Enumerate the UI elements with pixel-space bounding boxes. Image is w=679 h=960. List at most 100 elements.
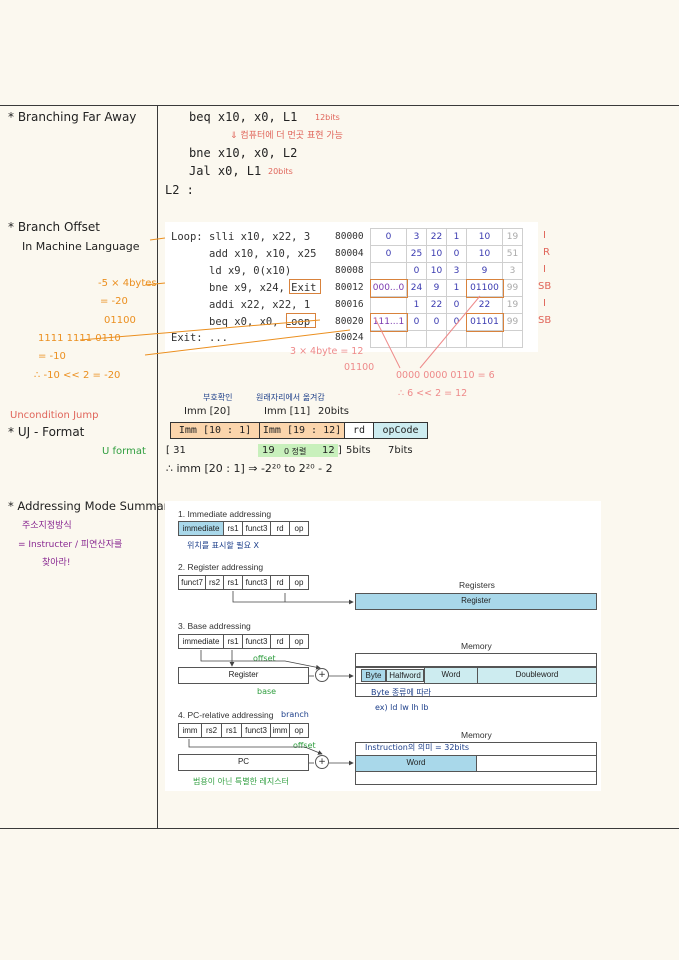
far-arrow-note: ⇓ 컴퓨터에 더 먼곳 표현 가능 xyxy=(230,131,343,141)
code-addr: 80008 xyxy=(335,265,364,276)
uj-row2-align: 0 정렬 xyxy=(284,447,307,456)
mode4-memory-bottom xyxy=(355,771,597,785)
mode2-register: Register xyxy=(355,593,597,610)
uj-row2-7bits: 7bits xyxy=(388,445,413,456)
mode4-note1: Instruction의 의미 = 32bits xyxy=(365,743,470,752)
mode1-field-rd: rd xyxy=(270,521,290,536)
code-addr: 80020 xyxy=(335,316,364,327)
code-instr: slli x10, x22, 3 xyxy=(209,231,311,243)
code-label-exit: Exit: xyxy=(171,332,203,344)
mode3-note2: ex) ld lw lh lb xyxy=(375,703,429,712)
offset-subheading: In Machine Language xyxy=(22,240,140,253)
mode2-field-rd: rd xyxy=(270,575,290,590)
offset-note-4: 1111 1111 0110 xyxy=(38,333,121,344)
code-line-bne: bne x10, x0, L2 xyxy=(189,146,298,160)
mode4-note2: 범용이 아닌 특별한 레지스터 xyxy=(193,777,289,786)
offset-heading: * Branch Offset xyxy=(8,220,101,234)
uj-field-imm19-12: Imm [19 : 12] xyxy=(259,422,345,439)
code-addr: 80000 xyxy=(335,231,364,242)
code-addr: 80016 xyxy=(335,299,364,310)
code-instr: add x10, x10, x25 xyxy=(209,248,317,260)
uj-field-imm10-1: Imm [10 : 1] xyxy=(170,422,260,439)
addressing-sub3: 찾아라! xyxy=(42,558,71,568)
addressing-heading: * Addressing Mode Summary xyxy=(8,499,176,513)
mode3-byte: Byte xyxy=(361,669,386,682)
mode3-memory-bottom xyxy=(355,683,597,697)
addressing-arrows xyxy=(188,591,354,766)
uj-row2-31: [ 31 xyxy=(166,445,186,456)
type-label: R xyxy=(543,247,550,258)
uj-row2-5bits: 5bits xyxy=(346,445,371,456)
offset-note-1: -5 × 4bytes xyxy=(98,278,157,289)
mode4-offset-note: offset xyxy=(293,741,316,750)
annotation-lines xyxy=(79,237,481,369)
uj-heading: * UJ - Format xyxy=(8,425,85,439)
field-cell: 51 xyxy=(502,245,523,263)
mode4-adder: + xyxy=(315,755,329,769)
top-rule xyxy=(0,105,679,106)
code-addr: 80024 xyxy=(335,332,364,343)
mode2-target-title: Registers xyxy=(459,580,495,590)
imm11-label: Imm [11] xyxy=(264,406,311,417)
mode4-memory-title: Memory xyxy=(461,730,492,740)
20bits-label: 20bits xyxy=(318,406,349,417)
moved-note: 원래자리에서 옮겨감 xyxy=(256,393,325,402)
mode1-note: 위치를 표시할 필요 X xyxy=(187,541,259,550)
mode3-base-note: base xyxy=(257,687,277,696)
mode2-title: 2. Register addressing xyxy=(178,562,264,572)
uj-range-note: ∴ imm [20 : 1] ⇒ -2²⁰ to 2²⁰ - 2 xyxy=(166,462,333,475)
addressing-sub2: = Instructer / 피연산자를 xyxy=(18,540,123,550)
imm20-label: Imm [20] xyxy=(184,406,231,417)
mode3-register: Register xyxy=(178,667,309,684)
field-cell: 99 xyxy=(502,279,523,297)
under-note-2: 01100 xyxy=(344,362,375,373)
code-label-loop: Loop: xyxy=(171,231,203,243)
mode2-field-funct7: funct7 xyxy=(178,575,206,590)
jal-bits-note: 20bits xyxy=(268,167,293,176)
uj-field-opcode: opCode xyxy=(373,422,428,439)
u-format-label: U format xyxy=(102,446,146,457)
sign-check-note: 부호확인 xyxy=(203,393,233,402)
mode2-field-op: op xyxy=(289,575,309,590)
addressing-sub1: 주소지정방식 xyxy=(22,521,72,531)
bottom-rule xyxy=(0,828,679,829)
uncondition-jump-label: Uncondition Jump xyxy=(10,410,99,421)
mode3-adder: + xyxy=(315,668,329,682)
mode3-halfword: Halfword xyxy=(386,669,424,682)
code-instr: ... xyxy=(209,332,228,344)
code-instr: ld x9, 0(x10) xyxy=(209,265,292,277)
mode3-memory-title: Memory xyxy=(461,641,492,651)
mode3-memory-top xyxy=(355,653,597,667)
code-instr: beq x0, x0, Loop xyxy=(209,316,311,328)
type-label: SB xyxy=(538,315,552,326)
uj-green-band xyxy=(258,444,338,457)
type-label: I xyxy=(543,298,546,309)
branching-heading: * Branching Far Away xyxy=(8,110,137,124)
type-label: I xyxy=(543,230,546,241)
code-line-beq: beq x10, x0, L1 xyxy=(189,110,298,124)
field-cell: 19 xyxy=(502,296,523,314)
margin-rule xyxy=(157,105,158,829)
uj-row2-19: 19 xyxy=(262,445,275,456)
code-addr: 80004 xyxy=(335,248,364,259)
mode4-field-op: op xyxy=(289,723,309,738)
under-note-4: ∴ 6 << 2 = 12 xyxy=(398,388,468,399)
mode4-title: 4. PC-relative addressing xyxy=(178,710,274,720)
mode4-pc: PC xyxy=(178,754,309,771)
mode4-branch-note: branch xyxy=(281,710,309,719)
addressing-figure: 1. Immediate addressing immediate rs1 fu… xyxy=(165,501,601,791)
mode1-field-op: op xyxy=(289,521,309,536)
mode2-field-funct3: funct3 xyxy=(242,575,271,590)
offset-note-3: 01100 xyxy=(104,315,136,326)
mode3-offset-note: offset xyxy=(253,654,276,663)
mode3-note1: Byte 종류에 따라 xyxy=(371,688,432,697)
code-line-l2: L2 : xyxy=(165,183,194,197)
code-line-jal: Jal x0, L1 xyxy=(189,164,262,178)
mode1-title: 1. Immediate addressing xyxy=(178,509,272,519)
